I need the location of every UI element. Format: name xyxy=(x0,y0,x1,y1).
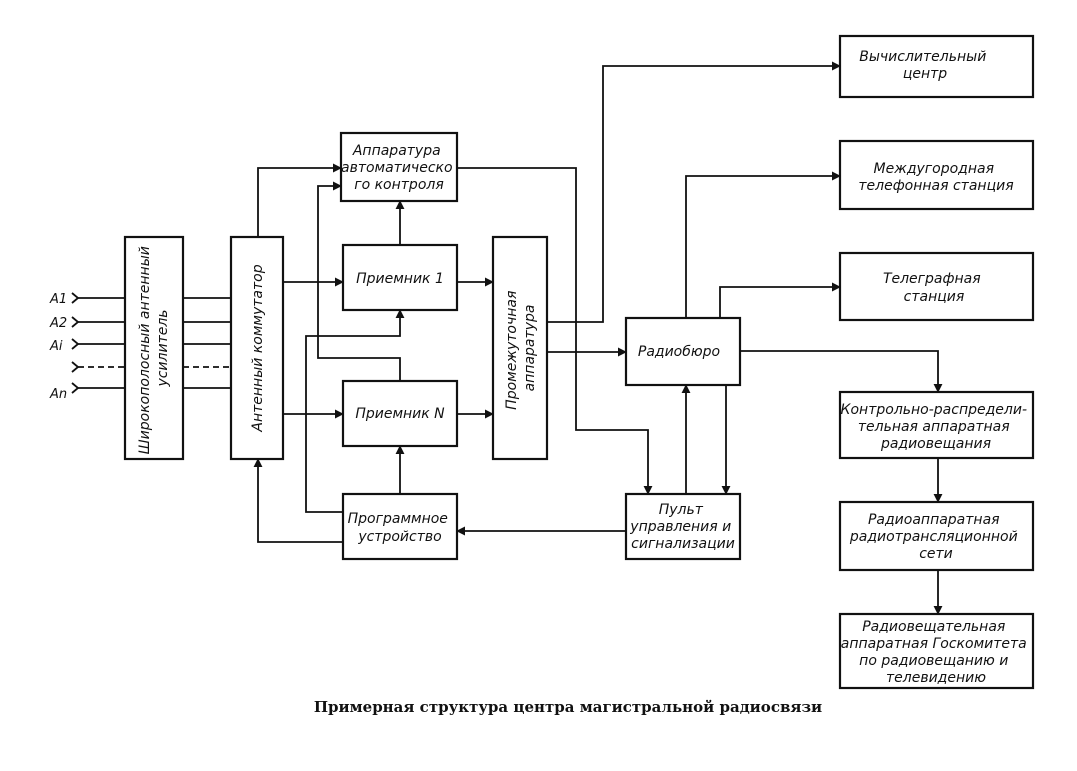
gosteleradio-line4: телевидению xyxy=(886,670,986,686)
computing-center-line1: Вычислительный xyxy=(859,49,986,65)
amplifier-label-line1: Широкополосный антенный xyxy=(137,246,153,454)
block-gosteleradio: Радиовещательная аппаратная Госкомитета … xyxy=(838,612,1035,690)
block-phone-station: Междугородная телефонная станция xyxy=(838,139,1035,211)
antenna-fork-a2 xyxy=(71,316,80,328)
svg-text:Междугородная телефонная: Междугородная телефонная станция xyxy=(858,161,1013,194)
gosteleradio-line1: Радиовещательная xyxy=(862,619,1005,635)
block-telegraph-station: Телеграфная станция xyxy=(838,251,1035,322)
receiver-1-label: Приемник 1 xyxy=(356,271,444,287)
antenna-fork-an xyxy=(71,382,80,394)
link-bureau-phone xyxy=(685,171,841,318)
program-device-line1: Программное xyxy=(348,511,448,527)
antenna-fork-a1 xyxy=(71,292,80,304)
auto-control-line1: Аппаратура xyxy=(352,143,441,159)
radio-translation-line2: радиотрансляционной xyxy=(849,529,1018,545)
link-bureau-distribution xyxy=(740,350,943,393)
antenna-label-an: An xyxy=(49,387,67,402)
phone-station-line2: телефонная станция xyxy=(858,178,1013,194)
intermediate-line1: Промежуточная xyxy=(504,291,520,410)
link-intermediate-computing xyxy=(547,61,841,323)
telegraph-station-line1: Телеграфная xyxy=(883,271,981,287)
block-radio-bureau: Радиобюро xyxy=(624,316,742,387)
control-panel-line2: управления и xyxy=(629,519,731,535)
block-program-device: Программное устройство xyxy=(341,492,459,561)
link-bureau-telegraph xyxy=(719,282,841,318)
control-panel-line3: сигнализации xyxy=(631,536,735,552)
control-panel-line1: Пульт xyxy=(659,502,704,518)
phone-station-line1: Междугородная xyxy=(874,161,994,177)
auto-control-line3: го контроля xyxy=(354,177,444,193)
gosteleradio-line2: аппаратная Госкомитета xyxy=(841,636,1027,652)
intermediate-line2: аппаратура xyxy=(522,305,538,392)
block-intermediate: Промежуточная аппаратура xyxy=(491,235,549,461)
block-control-distribution: Контрольно-распредели- тельная аппаратна… xyxy=(838,390,1035,460)
auto-control-line2: автоматическо xyxy=(341,160,453,176)
control-distribution-line2: тельная аппаратная xyxy=(858,419,1010,435)
svg-text:Программное устройство: Программное устройство xyxy=(348,511,453,545)
radio-translation-line1: Радиоаппаратная xyxy=(868,512,1000,528)
svg-text:Широкополосный антенный: Широкополосный антенный усилитель xyxy=(137,242,171,455)
svg-text:Пульт управления и: Пульт управления и сигнализации xyxy=(629,502,735,552)
svg-text:Вычислительный центр: Вычислительный центр xyxy=(859,49,991,82)
block-receiver-1: Приемник 1 xyxy=(341,243,459,312)
commutator-label: Антенный коммутатор xyxy=(250,264,266,432)
block-amplifier: Широкополосный антенный усилитель xyxy=(123,235,185,461)
amplifier-outputs xyxy=(183,297,231,389)
antenna-fork-ai xyxy=(71,338,80,350)
radio-bureau-label: Радиобюро xyxy=(638,344,720,360)
link-program-commutator xyxy=(253,458,343,543)
control-distribution-line1: Контрольно-распредели- xyxy=(841,402,1027,418)
connections xyxy=(253,61,943,615)
block-receiver-n: Приемник N xyxy=(341,379,459,448)
link-receivern-autocontrol xyxy=(317,181,401,381)
amplifier-label-line2: усилитель xyxy=(155,309,171,387)
program-device-line2: устройство xyxy=(357,529,441,545)
telegraph-station-line2: станция xyxy=(904,289,965,305)
gosteleradio-line3: по радиовещанию и xyxy=(859,653,1008,669)
block-commutator: Антенный коммутатор xyxy=(229,235,285,461)
svg-text:Радиоаппаратная радиотра: Радиоаппаратная радиотрансляционной сети xyxy=(849,512,1022,562)
svg-text:Радиовещательная аппарат: Радиовещательная аппаратная Госкомитета … xyxy=(841,619,1031,686)
svg-text:Контрольно-распредели- т: Контрольно-распредели- тельная аппаратна… xyxy=(841,402,1032,452)
antenna-label-a2: A2 xyxy=(49,316,67,331)
link-commutator-autocontrol xyxy=(257,163,342,237)
block-auto-control: Аппаратура автоматическо го контроля xyxy=(339,131,459,203)
link-program-receiver1 xyxy=(305,309,405,513)
svg-text:Аппаратура автоматическо: Аппаратура автоматическо го контроля xyxy=(341,143,457,193)
svg-text:Промежуточная аппаратура: Промежуточная аппаратура xyxy=(504,286,538,410)
block-control-panel: Пульт управления и сигнализации xyxy=(624,492,742,561)
svg-text:Телеграфная станция: Телеграфная станция xyxy=(883,271,985,305)
figure-caption: Примерная структура центра магистральной… xyxy=(314,698,822,716)
block-computing-center: Вычислительный центр xyxy=(838,34,1035,99)
link-autocontrol-panel xyxy=(457,167,653,495)
computing-center-line2: центр xyxy=(903,66,947,82)
antenna-inputs: A1 A2 Ai An xyxy=(49,292,125,402)
control-distribution-line3: радиовещания xyxy=(880,436,991,452)
antenna-label-a1: A1 xyxy=(49,292,67,307)
radio-translation-line3: сети xyxy=(919,546,953,562)
antenna-label-ai: Ai xyxy=(49,339,63,354)
antenna-fork-dash xyxy=(71,361,80,373)
receiver-n-label: Приемник N xyxy=(355,406,445,422)
svg-text:Антенный коммутатор: Антенный коммутатор xyxy=(250,264,266,432)
block-radio-translation: Радиоаппаратная радиотрансляционной сети xyxy=(838,500,1035,572)
